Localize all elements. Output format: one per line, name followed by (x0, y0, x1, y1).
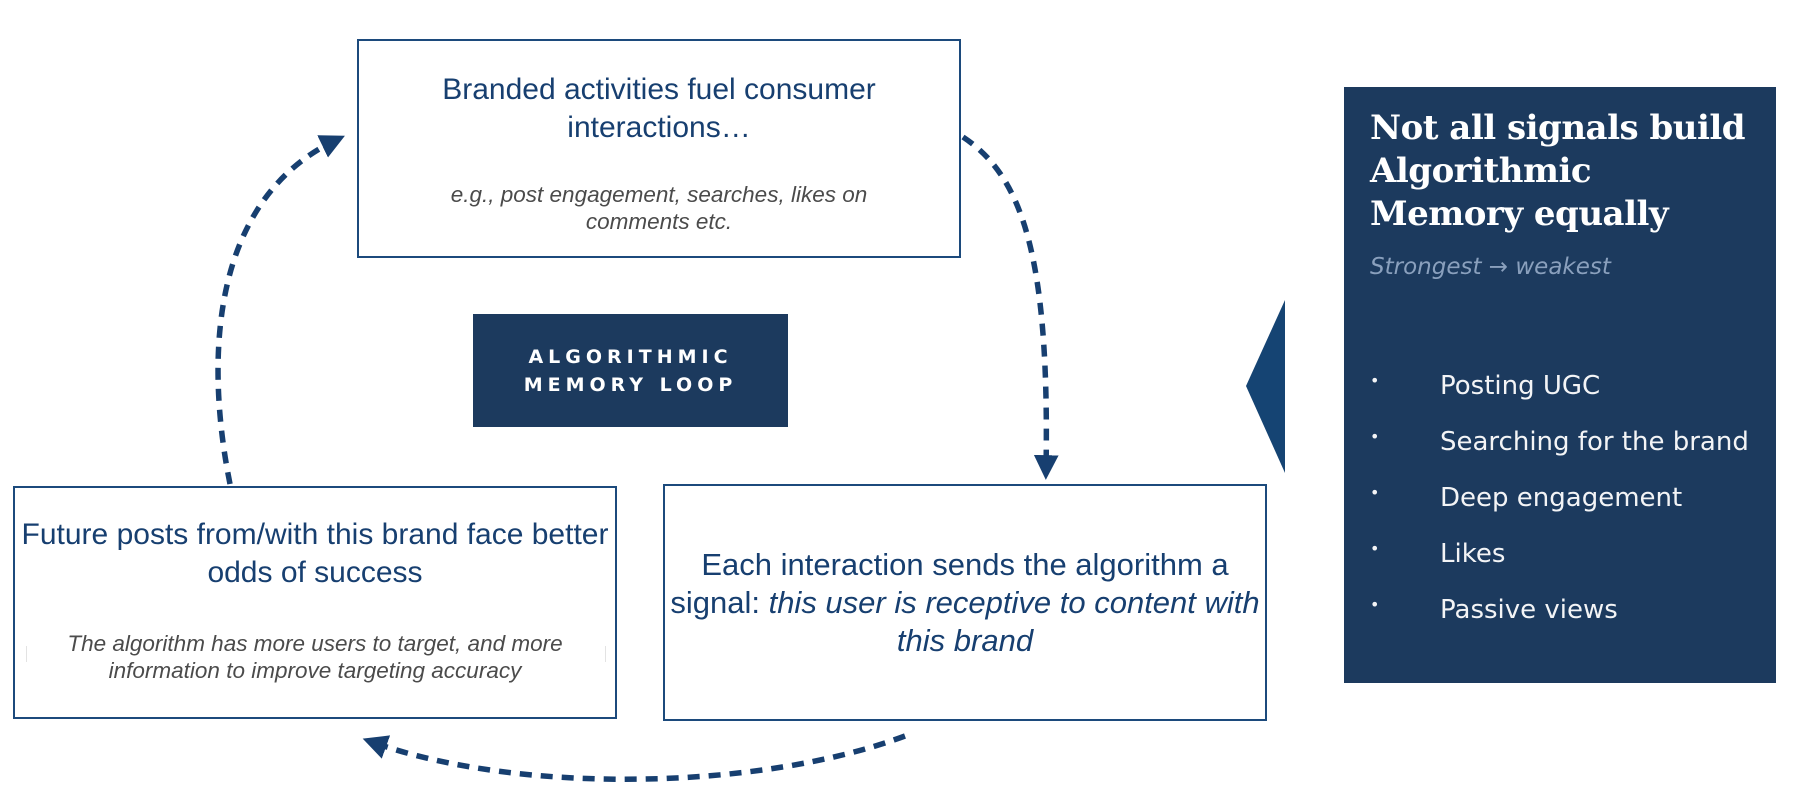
bullet-icon: • (1370, 538, 1380, 558)
bullet-icon: • (1370, 370, 1380, 390)
decorative-divider (605, 646, 606, 662)
bullet-icon: • (1370, 426, 1380, 446)
step-subtitle: e.g., post engagement, searches, likes o… (450, 182, 868, 234)
panel-subtitle: Strongest → weakest (1370, 254, 1611, 280)
step-subtitle: The algorithm has more users to target, … (67, 631, 563, 683)
panel-title: Not all signals build Algorithmic Memory… (1370, 108, 1746, 234)
list-item: • Searching for the brand (1370, 414, 1752, 470)
loop-center-label: ALGORITHMIC MEMORY LOOP (473, 314, 788, 427)
list-item-label: Searching for the brand (1440, 427, 1749, 457)
list-item: • Passive views (1370, 582, 1752, 638)
arrow-step1-to-step2 (961, 134, 1059, 480)
step-title: Branded activities fuel consumer interac… (442, 73, 876, 144)
center-label-line2: MEMORY LOOP (523, 373, 738, 396)
step-box-branded-activities: Branded activities fuel consumer interac… (357, 39, 961, 258)
bullet-icon: • (1370, 594, 1380, 614)
bullet-icon: • (1370, 482, 1380, 502)
step-box-interaction-signal: Each interaction sends the algorithm a s… (663, 484, 1267, 721)
list-item-label: Posting UGC (1440, 371, 1601, 401)
list-item-label: Deep engagement (1440, 483, 1683, 513)
signal-list: • Posting UGC • Searching for the brand • D… (1370, 358, 1752, 638)
decorative-divider (26, 646, 27, 662)
step-title: Future posts from/with this brand face b… (21, 518, 609, 589)
step-title: Each interaction sends the algorithm a s… (665, 546, 1265, 660)
step-title-emphasis: this user is receptive to content with t… (768, 584, 1260, 658)
list-item: • Deep engagement (1370, 470, 1752, 526)
signal-strength-panel: Not all signals build Algorithmic Memory… (1344, 87, 1776, 683)
list-item-label: Likes (1440, 539, 1506, 569)
list-item: • Likes (1370, 526, 1752, 582)
list-item-label: Passive views (1440, 595, 1618, 625)
center-label-line1: ALGORITHMIC (528, 345, 733, 368)
arrow-step2-to-step3 (362, 733, 906, 782)
arrow-step3-to-step1 (215, 135, 345, 485)
step-box-future-posts: Future posts from/with this brand face b… (13, 486, 617, 719)
panel-pointer-triangle (1246, 300, 1285, 473)
step-title-plain: Each interaction sends the algorithm a s… (670, 546, 1229, 620)
list-item: • Posting UGC (1370, 358, 1752, 414)
